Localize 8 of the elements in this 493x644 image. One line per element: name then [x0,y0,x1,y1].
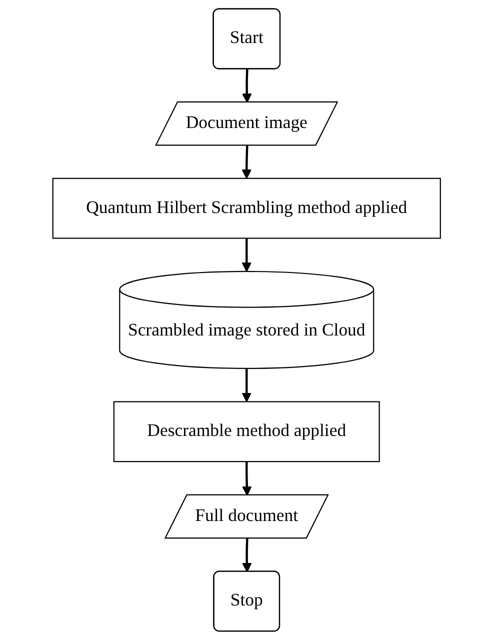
arrow [242,462,252,496]
node-box: Quantum Hilbert Scrambling method applied [52,178,441,239]
arrow [242,238,252,272]
arrow [242,368,252,402]
arrow [242,69,252,103]
arrow [242,146,252,179]
arrow [242,538,252,572]
node-box: Descramble method applied [113,401,380,462]
